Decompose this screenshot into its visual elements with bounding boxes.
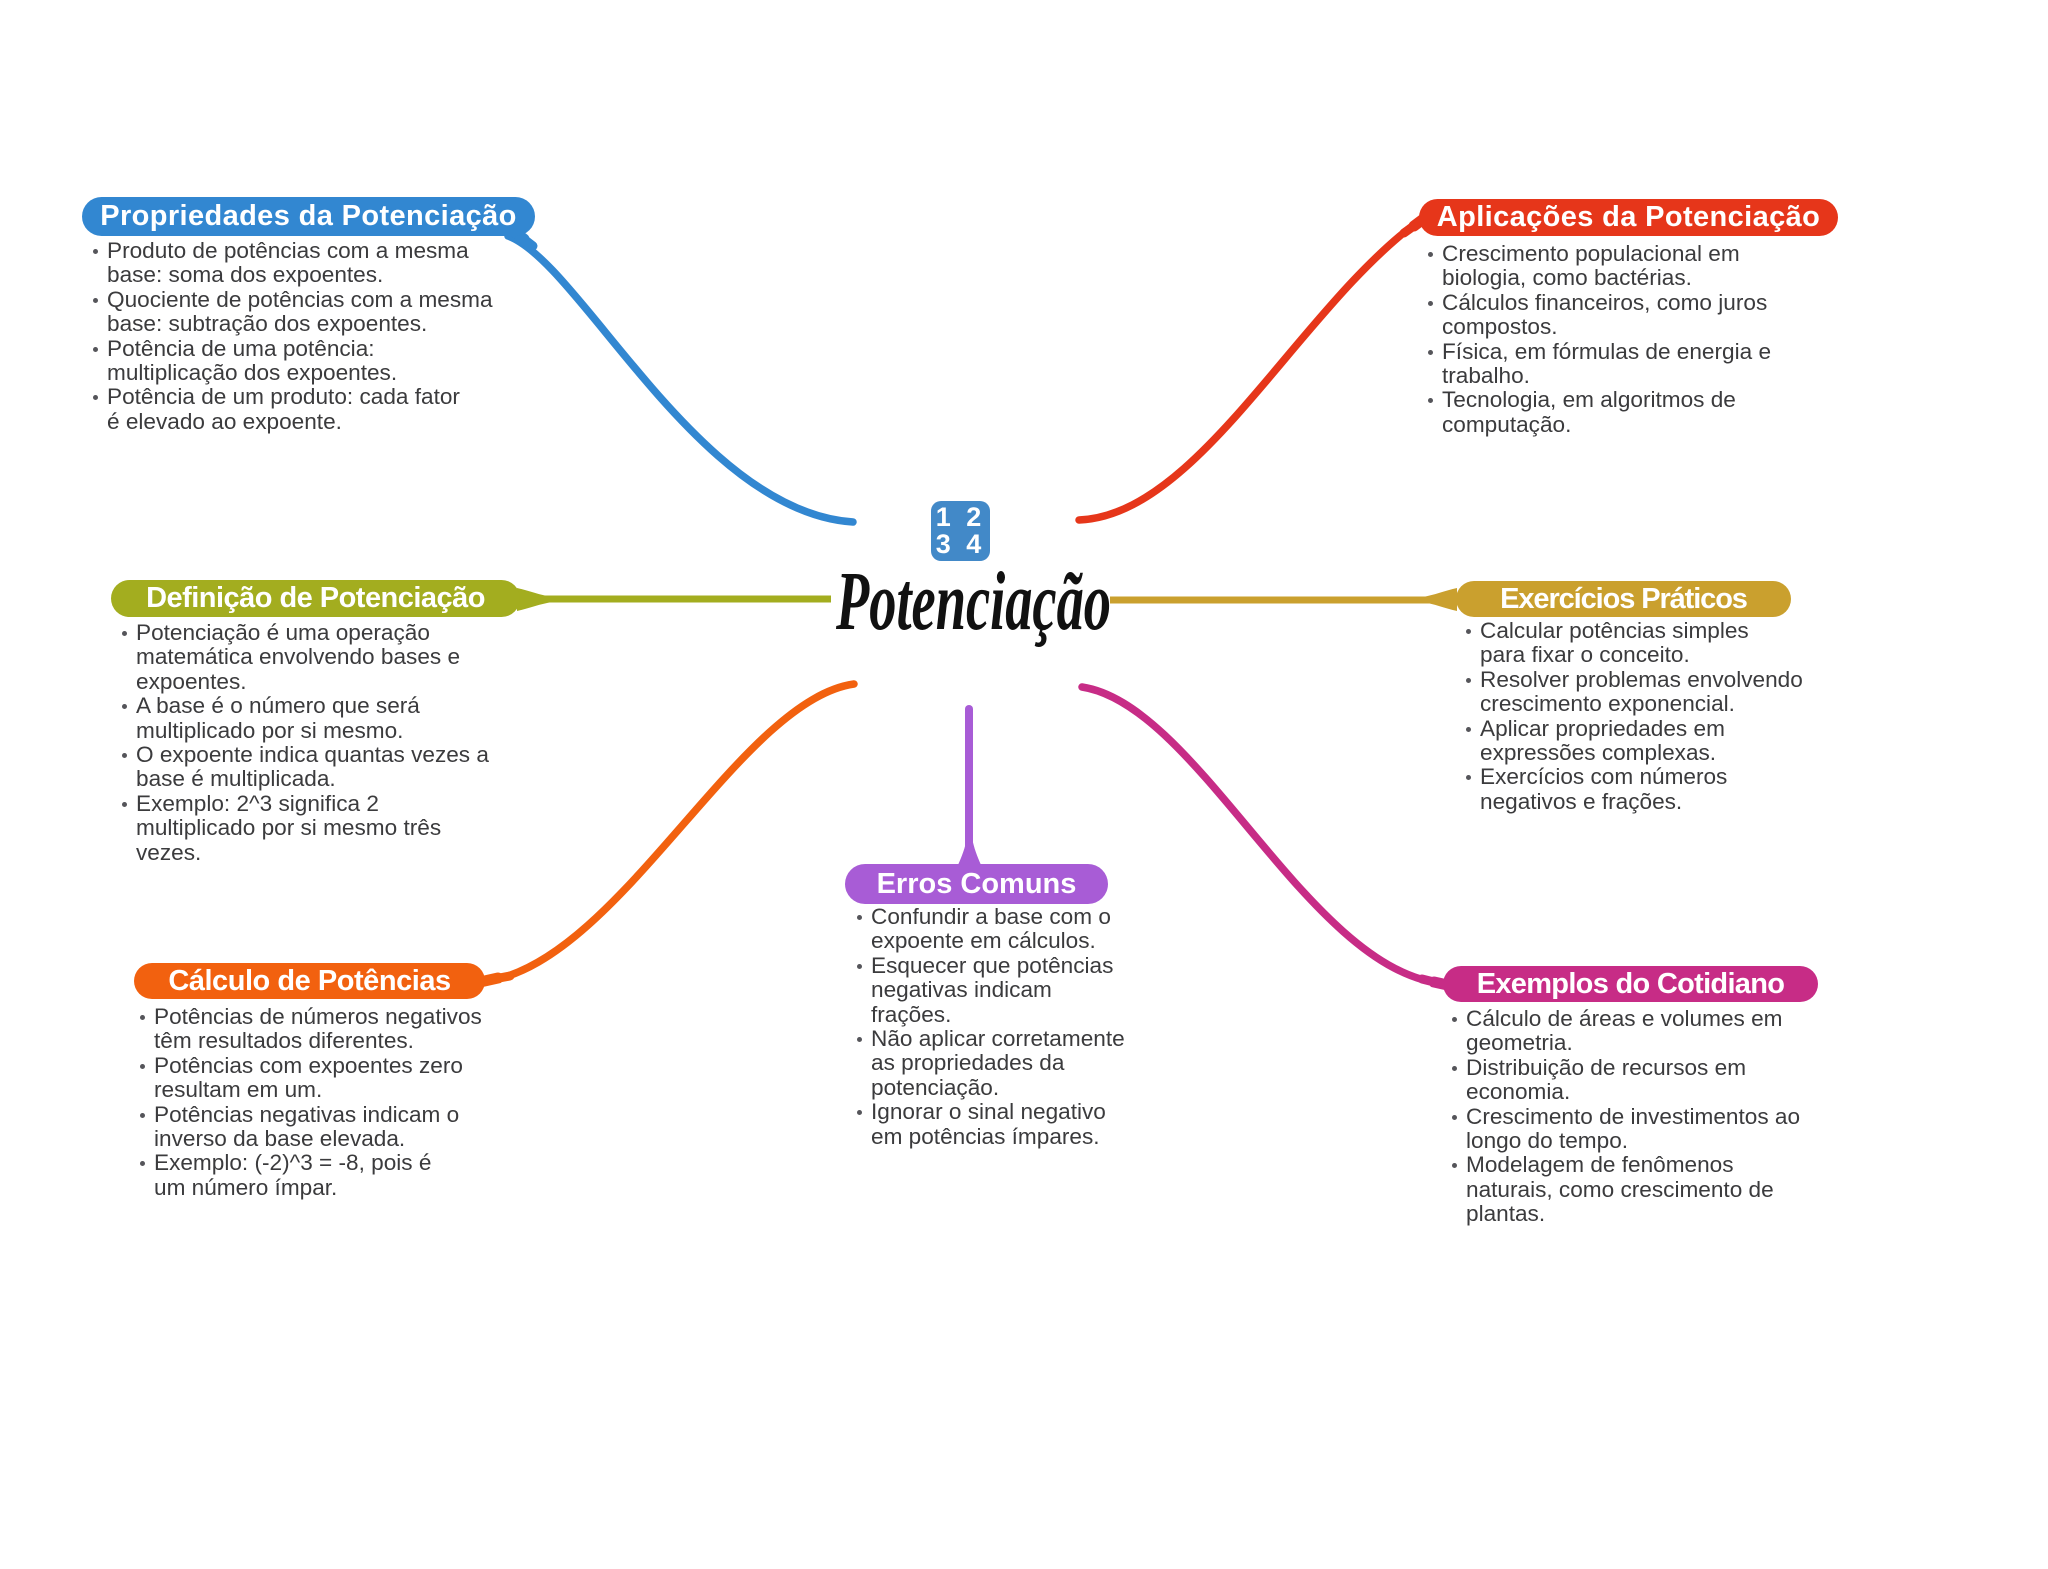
svg-text:Potenciação: Potenciação bbox=[835, 555, 1111, 648]
